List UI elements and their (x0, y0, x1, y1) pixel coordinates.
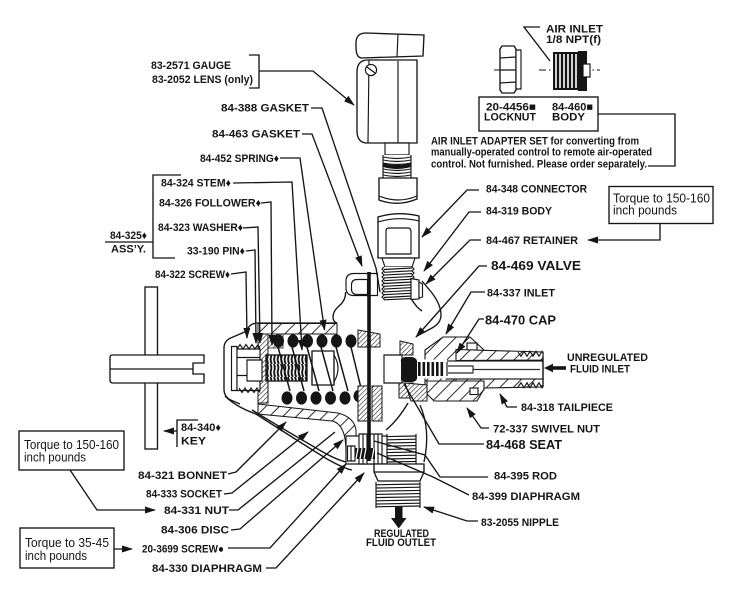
svg-text:84-306 DISC: 84-306 DISC (161, 525, 229, 537)
svg-text:84-340♦: 84-340♦ (181, 422, 221, 434)
svg-text:LOCKNUT: LOCKNUT (484, 112, 536, 124)
svg-text:84-460■: 84-460■ (552, 102, 593, 114)
svg-text:84-322 SCREW♦: 84-322 SCREW♦ (155, 269, 230, 281)
svg-text:FLUID INLET: FLUID INLET (570, 364, 630, 376)
svg-text:AIR INLET: AIR INLET (546, 24, 603, 36)
svg-text:1/8 NPT(f): 1/8 NPT(f) (546, 34, 601, 46)
svg-text:83-2055 NIPPLE: 83-2055 NIPPLE (481, 517, 559, 529)
svg-text:control. Not furnished. Please: control. Not furnished. Please order sep… (431, 159, 647, 171)
svg-text:84-395 ROD: 84-395 ROD (494, 471, 557, 483)
svg-text:72-337 SWIVEL NUT: 72-337 SWIVEL NUT (493, 424, 600, 436)
svg-text:20-4456■: 20-4456■ (486, 102, 536, 114)
svg-text:84-324 STEM♦: 84-324 STEM♦ (161, 178, 231, 190)
svg-text:inch pounds: inch pounds (613, 204, 677, 218)
svg-text:Torque to 150-160: Torque to 150-160 (613, 192, 710, 206)
svg-text:84-333 SOCKET: 84-333 SOCKET (146, 489, 222, 501)
svg-text:84-337 INLET: 84-337 INLET (487, 288, 555, 300)
svg-text:Torque to 150-160: Torque to 150-160 (24, 438, 119, 452)
svg-text:84-468 SEAT: 84-468 SEAT (486, 437, 562, 452)
svg-text:84-452 SPRING♦: 84-452 SPRING♦ (200, 153, 279, 165)
svg-text:ASS’Y.: ASS’Y. (111, 244, 146, 256)
svg-text:84-323 WASHER♦: 84-323 WASHER♦ (158, 222, 243, 234)
svg-text:manually-operated control to r: manually-operated control to remote air-… (431, 147, 652, 159)
svg-text:FLUID OUTLET: FLUID OUTLET (366, 537, 436, 549)
svg-text:KEY: KEY (181, 436, 207, 448)
svg-text:84-467 RETAINER: 84-467 RETAINER (486, 235, 578, 247)
svg-text:BODY: BODY (552, 112, 586, 124)
svg-text:REGULATED: REGULATED (374, 528, 429, 540)
svg-text:84-330 DIAPHRAGM: 84-330 DIAPHRAGM (152, 563, 262, 575)
svg-text:84-399 DIAPHRAGM: 84-399 DIAPHRAGM (472, 491, 580, 503)
svg-text:Torque to 35-45: Torque to 35-45 (25, 536, 109, 550)
svg-text:84-325♦: 84-325♦ (110, 230, 147, 242)
svg-text:83-2571 GAUGE: 83-2571 GAUGE (151, 60, 231, 72)
svg-text:84-331 NUT: 84-331 NUT (164, 505, 229, 517)
svg-text:84-318 TAILPIECE: 84-318 TAILPIECE (521, 402, 613, 414)
svg-text:83-2052 LENS (only): 83-2052 LENS (only) (152, 74, 253, 86)
svg-text:84-319 BODY: 84-319 BODY (486, 206, 553, 218)
svg-text:inch pounds: inch pounds (25, 549, 87, 563)
svg-text:84-463 GASKET: 84-463 GASKET (212, 129, 300, 141)
svg-text:84-470 CAP: 84-470 CAP (485, 313, 556, 328)
svg-text:AIR INLET ADAPTER SET for conv: AIR INLET ADAPTER SET for converting fro… (431, 136, 639, 148)
svg-text:84-469 VALVE: 84-469 VALVE (491, 258, 581, 273)
svg-text:20-3699 SCREW●: 20-3699 SCREW● (142, 544, 224, 556)
svg-text:33-190 PIN♦: 33-190 PIN♦ (187, 246, 245, 258)
svg-text:84-326 FOLLOWER♦: 84-326 FOLLOWER♦ (159, 198, 261, 210)
svg-text:inch pounds: inch pounds (24, 451, 86, 465)
svg-text:UNREGULATED: UNREGULATED (567, 352, 648, 364)
svg-text:84-321 BONNET: 84-321 BONNET (138, 470, 227, 482)
svg-text:84-388 GASKET: 84-388 GASKET (221, 103, 309, 115)
svg-text:84-348 CONNECTOR: 84-348 CONNECTOR (486, 184, 587, 196)
